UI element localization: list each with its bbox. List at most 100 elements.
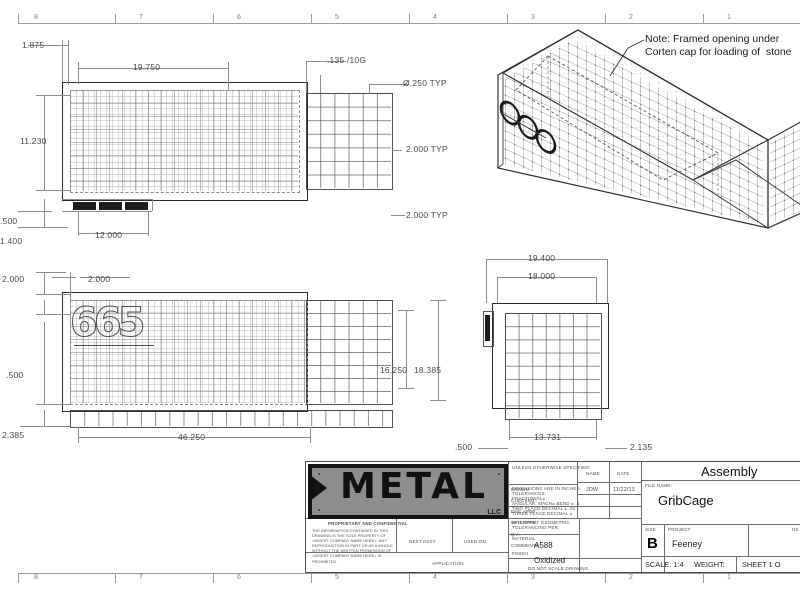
file-name-label: FILE NAME: xyxy=(645,483,673,488)
logo-suffix: LLC xyxy=(487,509,501,516)
plan-dim-offset-left: 1.875 xyxy=(22,40,45,50)
zone-marker-top-4: 4 xyxy=(433,14,437,21)
elev-dim-inner-height: 16.250 xyxy=(380,365,408,375)
title-block: METAL LLC PROPRIETARY AND CONFIDENTIAL T… xyxy=(305,461,800,573)
rev-label: RE xyxy=(792,527,799,532)
side-dim-left-offset: .500 xyxy=(455,442,473,452)
zone-marker-bottom-7: 7 xyxy=(139,574,143,581)
spec-header: UNLESS OTHERWISE SPECIFIED: xyxy=(512,465,591,470)
logo-arrow-icon xyxy=(310,475,327,501)
elev-mesh-hidden xyxy=(70,300,306,403)
plan-sign-bar-3 xyxy=(125,202,148,210)
logo-plate xyxy=(312,468,504,515)
size-value: B xyxy=(647,535,658,552)
plan-dim-hole-dia: Ø.250 TYP xyxy=(403,78,447,88)
geometric-tolerance-label: INTERPRET GEOMETRIC TOLERANCING PER: xyxy=(512,520,570,530)
zone-marker-bottom-2: 2 xyxy=(629,574,633,581)
approvals-date-header: DATE xyxy=(617,471,630,476)
zone-marker-top-2: 2 xyxy=(629,14,633,21)
finish-value: Oxidized xyxy=(534,556,566,565)
approval-row-comments-label: COMMENTS: xyxy=(511,543,541,548)
framed-opening-note: Note: Framed opening under Corten cap fo… xyxy=(645,33,792,58)
zone-marker-bottom-1: 1 xyxy=(727,574,731,581)
side-dim-mesh-width: 13.731 xyxy=(534,432,562,442)
elev-base-mesh xyxy=(70,410,391,426)
zone-marker-top-3: 3 xyxy=(531,14,535,21)
elev-dim-length: 46.250 xyxy=(178,432,206,442)
plan-dim-wire-gauge: .135 /10G xyxy=(327,55,367,65)
plan-dim-sign-width: 12.000 xyxy=(95,230,123,240)
proprietary-body: THE INFORMATION CONTAINED IN THIS DRAWIN… xyxy=(312,528,393,564)
elev-dim-top-offset: 2.000 xyxy=(2,274,25,284)
used-on-label: USED ON xyxy=(464,539,486,544)
zone-marker-bottom-3: 3 xyxy=(531,574,535,581)
proprietary-heading: PROPRIETARY AND CONFIDENTIAL xyxy=(328,521,408,526)
side-mesh xyxy=(505,313,600,418)
application-label: APPLICATION xyxy=(432,561,464,566)
side-sign-edge xyxy=(485,315,490,341)
approval-row-drawn-label: DRAWN xyxy=(511,487,529,492)
plan-dim-base-total: 1.400 xyxy=(0,236,23,246)
elev-dim-top-offset-2: 2.000 xyxy=(88,274,111,284)
plan-dim-pitch-v: 2.000 TYP xyxy=(406,144,448,154)
elev-sign-number: 665 xyxy=(70,300,146,347)
spec-line-6: THREE PLACE DECIMAL ± xyxy=(512,511,573,516)
plan-sign-bar-2 xyxy=(99,202,122,210)
isometric-svg xyxy=(497,29,800,229)
iso-sign-number xyxy=(499,100,557,154)
spec-line-4: ANGULAR: MACH± BEND ± .4 xyxy=(512,501,580,506)
material-label: MATERIAL xyxy=(512,536,536,541)
plan-dim-mesh-width: 19.750 xyxy=(133,62,161,72)
spec-line-1: DIMENSIONS ARE IN INCHES xyxy=(512,486,580,491)
spec-line-3: FRACTIONAL± xyxy=(512,496,546,501)
plan-mesh-fine xyxy=(70,90,298,191)
scale-value: SCALE: 1:4 xyxy=(645,560,684,569)
approvals-name-header: NAME xyxy=(586,471,600,476)
side-dim-outer-width: 19.400 xyxy=(528,253,556,263)
zone-strip-top-line xyxy=(18,23,800,24)
approval-row-drawn-date: 11/22/13 xyxy=(613,487,635,493)
plan-inner-hidden-edge xyxy=(70,90,300,193)
weight-label: WEIGHT: xyxy=(694,560,725,569)
spec-line-5: TWO PLACE DECIMAL ± .01 xyxy=(512,506,576,511)
spec-line-2: TOLERANCES: xyxy=(512,491,546,496)
drawing-title: Assembly xyxy=(701,464,758,479)
company-logo: METAL LLC xyxy=(308,464,508,519)
sheet-value: SHEET 1 O xyxy=(742,560,781,569)
elev-dim-base: 2.385 xyxy=(2,430,25,440)
plan-mesh-hidden xyxy=(70,90,298,191)
zone-marker-top-7: 7 xyxy=(139,14,143,21)
zone-marker-top-5: 5 xyxy=(335,14,339,21)
approval-row-qa-label: Q.A. xyxy=(511,532,521,537)
finish-label: FINISH xyxy=(512,551,528,556)
zone-marker-bottom-5: 5 xyxy=(335,574,339,581)
zone-strip-bottom-line xyxy=(18,573,800,574)
approval-row-checked-label: CHECKED xyxy=(511,498,535,503)
approval-row-mfg-appr-label: MFG APPR. xyxy=(511,520,538,525)
plan-dim-height: 11.230 xyxy=(20,136,47,146)
logo-text: METAL xyxy=(340,466,488,507)
zone-marker-top-1: 1 xyxy=(727,14,731,21)
side-sign-bracket xyxy=(483,311,494,347)
size-label: SIZE xyxy=(645,527,656,532)
zone-marker-top-8: 8 xyxy=(34,14,38,21)
zone-marker-bottom-4: 4 xyxy=(433,574,437,581)
file-name-value: GribCage xyxy=(658,493,714,508)
plan-sign-bar-1 xyxy=(73,202,96,210)
side-dim-cap-width: 18.000 xyxy=(528,271,556,281)
approval-row-drawn-name: JDW xyxy=(586,487,599,493)
project-value: Feeney xyxy=(672,539,703,549)
next-assy-label: NEXT ASSY xyxy=(409,539,436,544)
side-dim-right-offset: 2.135 xyxy=(630,442,653,452)
elev-cap-mesh xyxy=(306,300,391,403)
zone-marker-bottom-6: 6 xyxy=(237,574,241,581)
project-label: PROJECT: xyxy=(668,527,692,532)
approval-row-eng-appr-label: ENG APPR. xyxy=(511,509,538,514)
do-not-scale-label: DO NOT SCALE DRAWING xyxy=(528,566,589,571)
elev-mesh-fine xyxy=(70,300,306,403)
plan-dim-base-small: .500 xyxy=(0,216,18,226)
zone-marker-top-6: 6 xyxy=(237,14,241,21)
zone-marker-bottom-8: 8 xyxy=(34,574,38,581)
elev-dim-outer-height: 18.385 xyxy=(414,365,442,375)
